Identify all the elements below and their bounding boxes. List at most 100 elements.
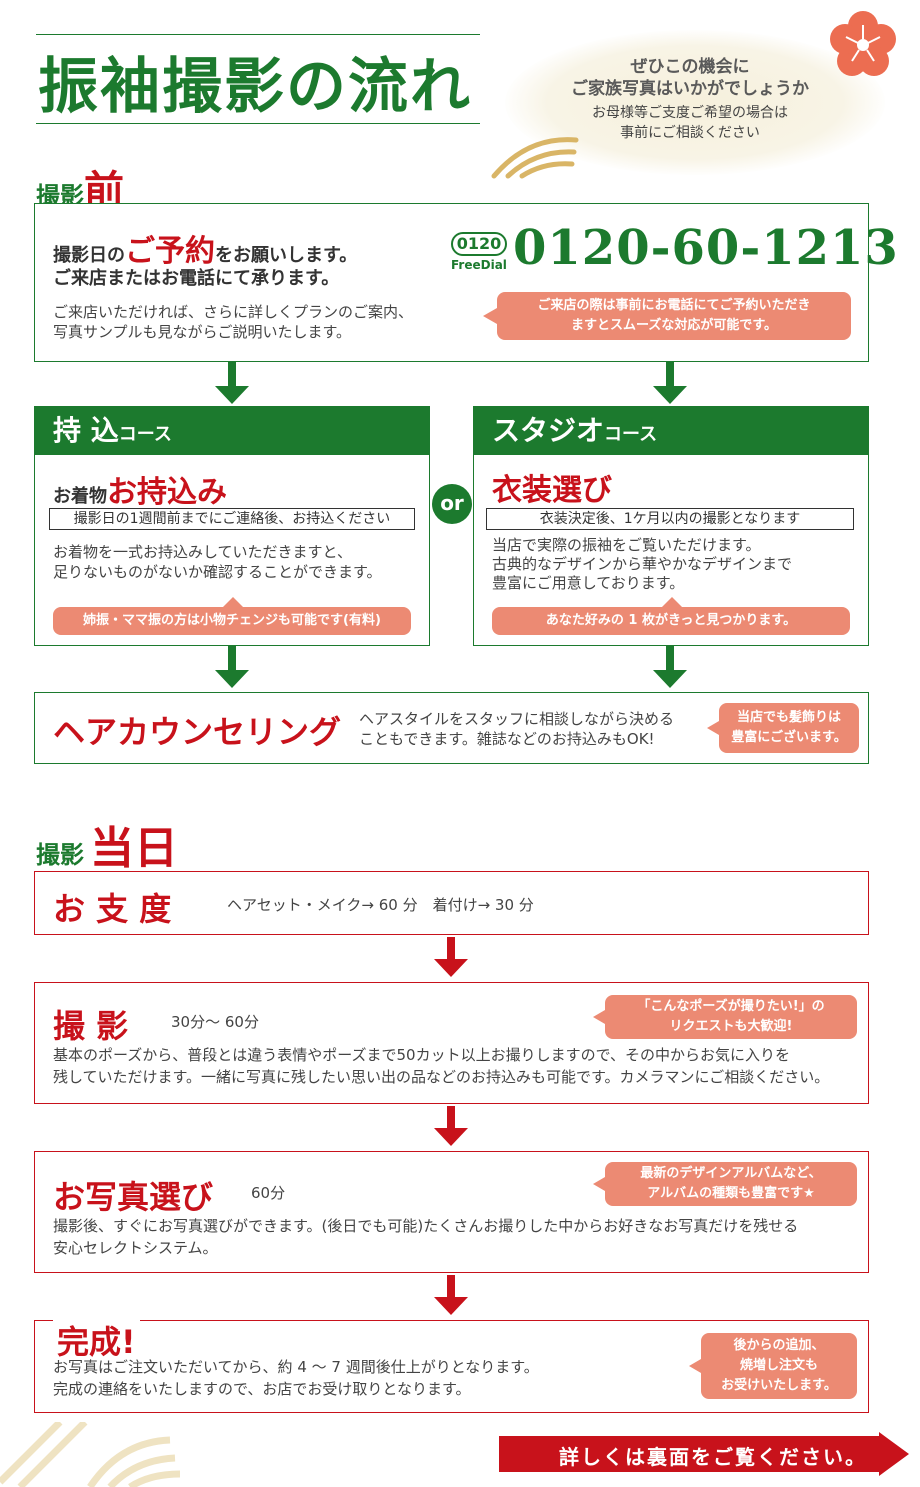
reserve-post: をお願いします。 (215, 245, 358, 266)
select-step-box: お写真選び 60分 最新のデザインアルバムなど、 アルバムの種類も豊富です★ 撮… (34, 1151, 869, 1273)
prep-sub: ヘアセット・メイク→ 60 分 着付け→ 30 分 (227, 896, 534, 914)
page-title: 振袖撮影の流れ (38, 52, 472, 122)
phone-note-1: ご来店の際は事前にお電話にてご予約いただき (537, 298, 811, 313)
shoot-step-box: 撮 影 30分～ 60分 「こんなポーズが撮りたい!」の リクエストも大歓迎! … (34, 982, 869, 1104)
bring-in-title-small: お着物 (53, 486, 107, 507)
gold-pattern-ornament (0, 1422, 181, 1487)
arrow-down-icon (434, 1106, 468, 1146)
bring-in-head-small: コース (118, 424, 172, 445)
hair-counseling-title: ヘアカウンセリング (53, 713, 342, 751)
studio-desc-1: 当店で実際の振袖をご覧いただけます。 (492, 536, 761, 554)
studio-desc-2: 古典的なデザインから華やかなデザインまで (492, 555, 793, 573)
bring-in-title: お着物お持込み (53, 467, 227, 511)
studio-title: 衣装選び (492, 473, 612, 508)
cloud-line-4: 事前にご相談ください (620, 125, 760, 141)
hair-counseling-box: ヘアカウンセリング ヘアスタイルをスタッフに相談しながら決める こともできます。… (34, 692, 869, 764)
bring-in-desc-1: お着物を一式お持込みしていただきますと、 (53, 543, 352, 561)
studio-course-header: スタジオコース (474, 407, 868, 455)
hair-pill-2: 豊富にございます。 (731, 730, 847, 745)
reserve-line-1: 撮影日のご予約をお願いします。 (53, 226, 357, 270)
cloud-line-2: ご家族写真はいかがでしょうか (571, 79, 809, 99)
pill-tail (689, 1359, 701, 1373)
bring-in-course-header: 持 込コース (35, 407, 429, 455)
studio-head-big: スタジオ (492, 414, 605, 447)
pill-tail (707, 721, 719, 735)
bring-in-head-big: 持 込 (53, 414, 119, 447)
arrow-down-icon (434, 937, 468, 977)
pill-tail (593, 1010, 605, 1024)
section-day-big: 当日 (90, 823, 178, 874)
gold-wave-ornament (491, 137, 579, 179)
freedial-label: FreeDial (451, 258, 507, 272)
reservation-box: 撮影日のご予約をお願いします。 ご来店またはお電話にて承ります。 ご来店いただけ… (34, 203, 898, 362)
title-top-rule (36, 34, 480, 35)
done-pill-1: 後からの追加、 (733, 1338, 825, 1353)
done-pill-3: お受けいたします。 (721, 1378, 837, 1393)
select-desc-2: 安心セレクトシステム。 (53, 1239, 218, 1257)
done-title: 完成! (53, 1317, 140, 1363)
bring-in-pill: 姉振・ママ振の方は小物チェンジも可能です(有料) (53, 597, 411, 635)
shoot-pill: 「こんなポーズが撮りたい!」の リクエストも大歓迎! (593, 995, 857, 1039)
select-pill-1: 最新のデザインアルバムなど、 (640, 1166, 822, 1181)
select-pill-2: アルバムの種類も豊富です★ (647, 1186, 815, 1201)
freedial-logo: 0120 (451, 232, 507, 256)
bring-in-course-box: 持 込コース お着物お持込み 撮影日の1週間前までにご連絡後、お持込ください お… (34, 406, 430, 646)
phone-note-pill: ご来店の際は事前にお電話にてご予約いただき ますとスムーズな対応が可能です。 (483, 292, 851, 340)
or-badge: or (432, 484, 472, 524)
bring-in-desc-2: 足りないものがないか確認することができます。 (53, 563, 382, 581)
section-day-small: 撮影 (36, 840, 84, 869)
arrow-down-icon (434, 1275, 468, 1315)
prep-step-box: お 支 度 ヘアセット・メイク→ 60 分 着付け→ 30 分 (34, 871, 869, 935)
cloud-line-3: お母様等ご支度ご希望の場合は (592, 105, 788, 121)
hair-desc-2: こともできます。雑誌などのお持込みもOK! (359, 730, 655, 748)
reserve-big: ご予約 (125, 234, 215, 269)
bring-in-title-big: お持込み (107, 475, 227, 510)
done-pill: 後からの追加、 焼増し注文も お受けいたします。 (689, 1333, 857, 1399)
done-step-box: 完成! お写真はご注文いただいてから、約 4 ～ 7 週間後仕上がりとなります。… (34, 1317, 869, 1413)
cloud-line-1: ぜひこの機会に (630, 57, 750, 77)
title-bottom-rule (36, 123, 480, 124)
shoot-desc-1: 基本のポーズから、普段とは違う表情やポーズまで50カット以上お撮りしますので、そ… (53, 1046, 790, 1064)
shoot-pill-1: 「こんなポーズが撮りたい!」の (637, 999, 825, 1014)
see-back-banner[interactable]: 詳しくは裏面をご覧ください。 (499, 1432, 909, 1476)
shoot-desc-2: 残していただけます。一緒に写真に残したい思い出の品などのお持込みも可能です。カメ… (53, 1068, 830, 1086)
studio-course-box: スタジオコース 衣装選び 衣装決定後、1ケ月以内の撮影となります 当店で実際の振… (473, 406, 869, 646)
phone-note-2: ますとスムーズな対応が可能です。 (570, 318, 778, 333)
pill-tail (593, 1177, 605, 1191)
banner-arrow-shape (499, 1432, 909, 1476)
studio-outline-note: 衣装決定後、1ケ月以内の撮影となります (486, 508, 854, 530)
done-desc-2: 完成の連絡をいたしますので、お店でお受け取りとなります。 (53, 1380, 471, 1398)
arrow-down-icon (215, 362, 249, 404)
freedial-icon: 0120 FreeDial (451, 232, 511, 274)
reserve-line-2: ご来店またはお電話にて承ります。 (53, 268, 340, 289)
hair-pill-1: 当店でも髪飾りは (736, 710, 841, 725)
plum-flower-icon (830, 11, 896, 76)
done-desc-1: お写真はご注文いただいてから、約 4 ～ 7 週間後仕上がりとなります。 (53, 1358, 539, 1376)
pill-tail (662, 597, 682, 607)
reserve-desc-2: 写真サンプルも見ながらご説明いたします。 (53, 323, 352, 341)
hair-desc-1: ヘアスタイルをスタッフに相談しながら決める (359, 710, 675, 728)
select-title: お写真選び (53, 1178, 214, 1216)
hair-pill: 当店でも髪飾りは 豊富にございます。 (707, 703, 859, 753)
phone-number[interactable]: 0120-60-1213 (513, 220, 899, 276)
studio-desc-3: 豊富にご用意しております。 (492, 574, 685, 592)
reserve-pre: 撮影日の (53, 245, 125, 266)
studio-pill-text: あなた好みの 1 枚がきっと見つかります。 (545, 613, 797, 628)
shoot-title: 撮 影 (53, 1007, 129, 1045)
arrow-down-icon (215, 646, 249, 688)
pill-tail (223, 597, 243, 607)
studio-pill: あなた好みの 1 枚がきっと見つかります。 (492, 597, 850, 635)
reserve-desc-1: ご来店いただければ、さらに詳しくプランのご案内、 (53, 303, 414, 321)
arrow-down-icon (653, 646, 687, 688)
bring-in-pill-text: 姉振・ママ振の方は小物チェンジも可能です(有料) (83, 613, 381, 628)
banner-text: 詳しくは裏面をご覧ください。 (559, 1445, 867, 1469)
section-day-label: 撮影当日 (36, 812, 178, 876)
bring-in-outline-note: 撮影日の1週間前までにご連絡後、お持込ください (49, 508, 415, 530)
prep-title: お 支 度 (53, 890, 172, 928)
select-desc-1: 撮影後、すぐにお写真選びができます。(後日でも可能)たくさんお撮りした中からお好… (53, 1217, 799, 1235)
select-sub: 60分 (251, 1184, 286, 1202)
select-pill: 最新のデザインアルバムなど、 アルバムの種類も豊富です★ (593, 1162, 857, 1206)
shoot-pill-2: リクエストも大歓迎! (669, 1019, 793, 1034)
studio-head-small: コース (604, 424, 658, 445)
pill-tail (483, 308, 497, 324)
